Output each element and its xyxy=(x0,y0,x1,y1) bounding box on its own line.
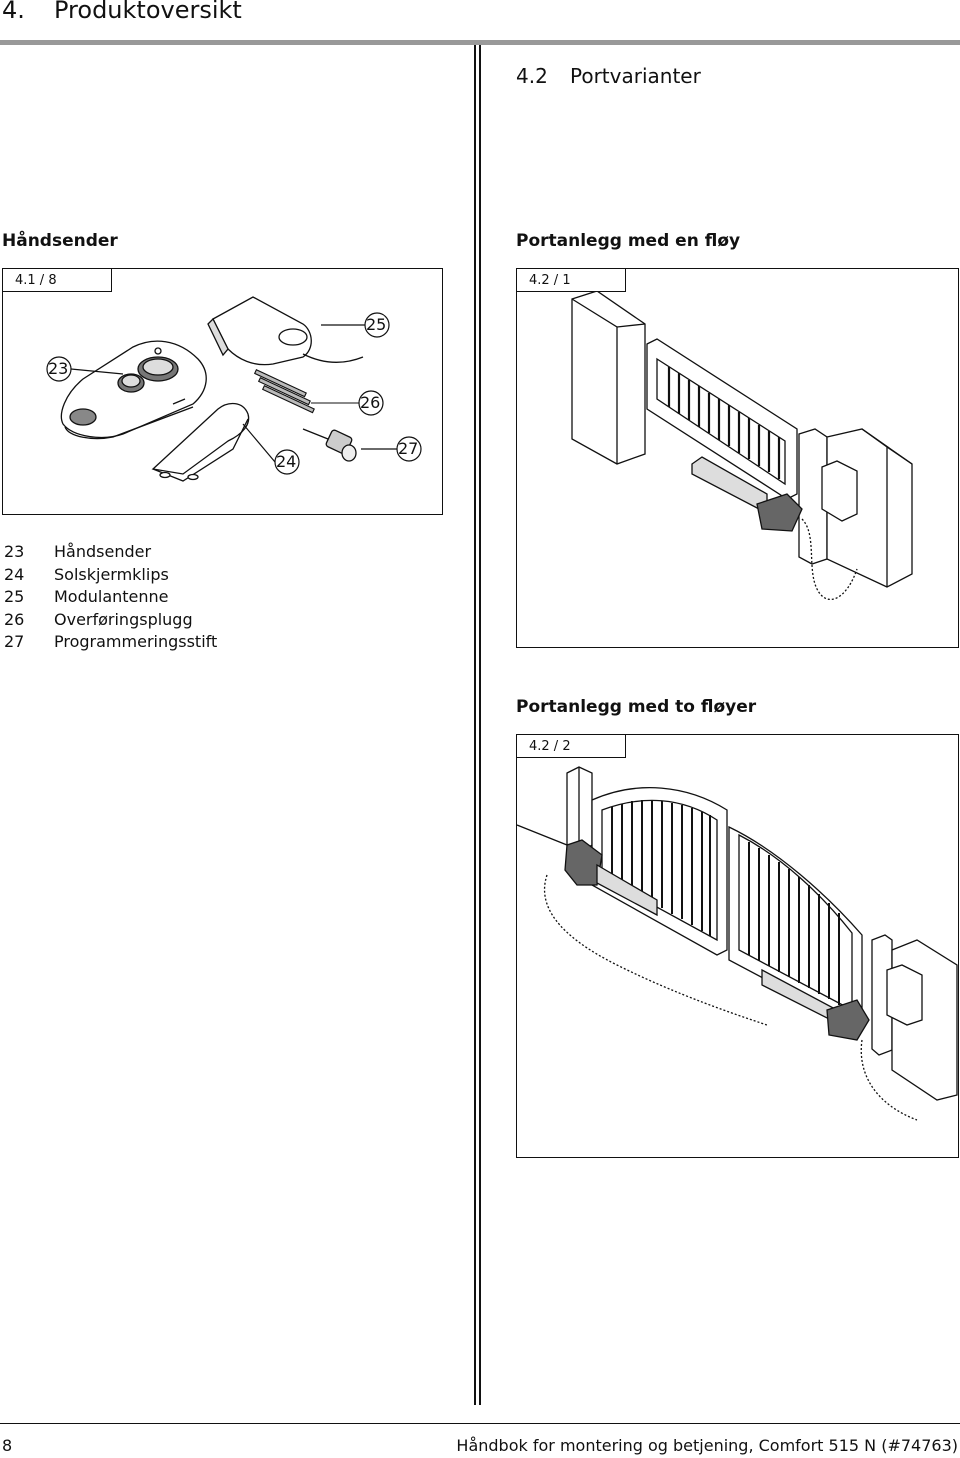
callout-23-label: 23 xyxy=(48,359,69,378)
page-number: 8 xyxy=(2,1436,13,1455)
callout-24 xyxy=(242,423,300,475)
callout-25-label: 25 xyxy=(366,315,387,334)
remote-control-drawing xyxy=(60,340,207,440)
callout-27-label: 27 xyxy=(398,439,419,458)
callout-23 xyxy=(46,356,124,382)
programming-pin-drawing xyxy=(302,428,397,462)
double-gate-heading: Portanlegg med to fløyer xyxy=(516,697,757,717)
double-gate-figure-label: 4.2 / 2 xyxy=(516,734,626,758)
column-divider xyxy=(474,45,476,1405)
handsender-figure: 23 24 25 26 27 xyxy=(2,268,443,515)
footer-text: Håndbok for montering og betjening, Comf… xyxy=(456,1436,958,1455)
callout-27 xyxy=(396,436,422,462)
single-gate-figure xyxy=(516,268,959,648)
callout-25 xyxy=(364,312,390,338)
header-rule xyxy=(0,40,960,45)
section-title: Portvarianter xyxy=(570,64,701,88)
section-heading: 4.2 Portvarianter xyxy=(516,64,701,88)
handsender-illustration xyxy=(46,296,422,482)
module-antenna-drawing xyxy=(207,296,365,366)
chapter-number: 4. xyxy=(2,0,25,24)
chapter-heading: 4. Produktoversikt xyxy=(2,0,242,24)
callout-24-label: 24 xyxy=(276,452,297,471)
handsender-figure-label: 4.1 / 8 xyxy=(2,268,112,292)
section-number: 4.2 xyxy=(516,64,548,88)
double-gate-illustration xyxy=(516,766,958,1121)
handsender-heading: Håndsender xyxy=(2,231,118,251)
callout-26-label: 26 xyxy=(360,393,381,412)
visor-clip-drawing xyxy=(151,402,250,482)
column-divider-2 xyxy=(479,45,481,1405)
single-gate-illustration xyxy=(571,290,913,601)
single-gate-heading: Portanlegg med en fløy xyxy=(516,231,741,251)
transfer-plug-drawing xyxy=(253,369,363,414)
chapter-title: Produktoversikt xyxy=(54,0,242,24)
single-gate-figure-label: 4.2 / 1 xyxy=(516,268,626,292)
callout-26 xyxy=(358,390,384,416)
footer-rule xyxy=(0,1423,960,1424)
double-gate-figure xyxy=(516,734,959,1158)
